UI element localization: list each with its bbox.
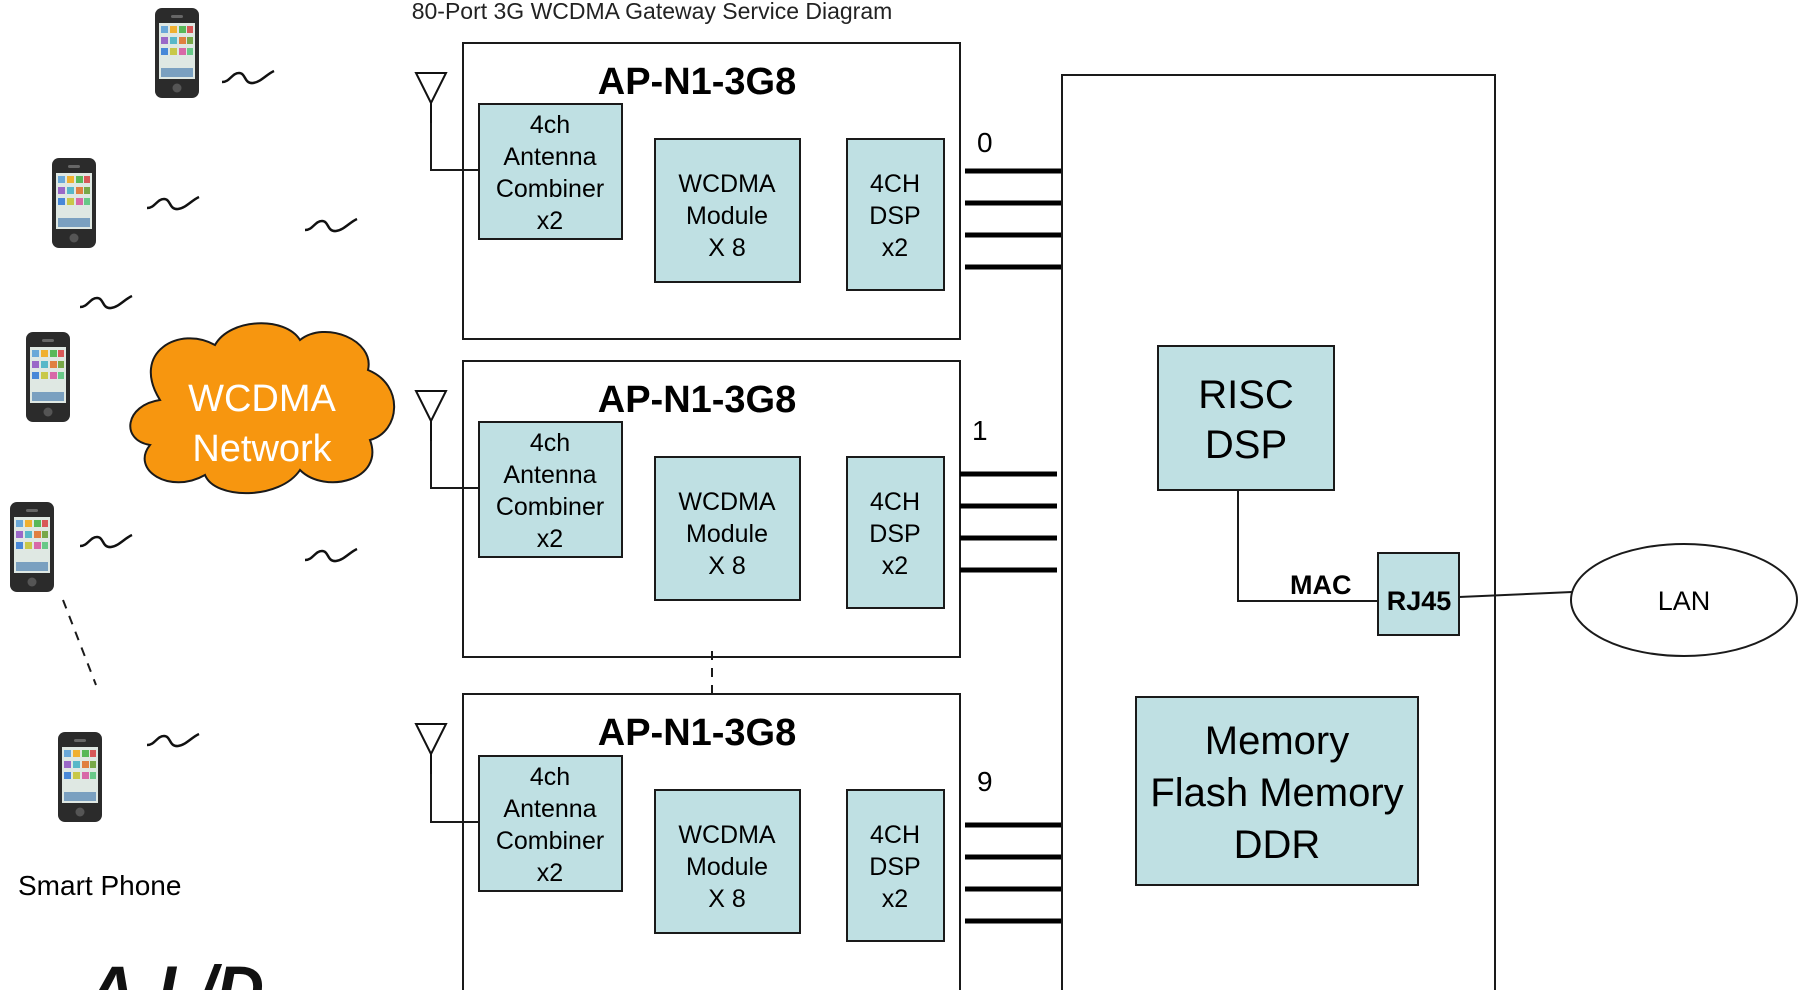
- lan-link: [1458, 591, 1573, 598]
- dsp-line: DSP: [869, 853, 920, 881]
- ap-board-9: AP-N1-3G8 4ch Antenna Combiner x2 WCDMA …: [415, 693, 961, 990]
- combiner-line: Combiner: [496, 175, 604, 203]
- cloud-icon: [129, 322, 396, 495]
- module-line: X 8: [708, 885, 746, 913]
- dsp-line: x2: [882, 234, 908, 262]
- rj45-label: RJ45: [1387, 586, 1452, 616]
- combiner-line: x2: [537, 859, 563, 887]
- smartphone-icon: [10, 502, 54, 592]
- dsp-line: 4CH: [870, 488, 920, 516]
- board-title: AP-N1-3G8: [598, 712, 797, 754]
- memory-line: Memory: [1205, 719, 1349, 763]
- combiner-line: Antenna: [503, 461, 596, 489]
- port-label-0: 0: [977, 127, 993, 158]
- dsp-line: x2: [882, 885, 908, 913]
- rj45-box: [1377, 552, 1460, 636]
- antenna-icon: [415, 72, 447, 124]
- combiner-line: Combiner: [496, 827, 604, 855]
- dsp-line: 4CH: [870, 170, 920, 198]
- signal-wave-icon: [78, 294, 134, 310]
- mac-label: MAC: [1290, 570, 1352, 600]
- memory-line: DDR: [1234, 823, 1321, 867]
- signal-wave-icon: [145, 732, 201, 748]
- dsp-line: 4CH: [870, 821, 920, 849]
- board-title: AP-N1-3G8: [598, 61, 797, 103]
- risc-dsp-box: [1157, 345, 1335, 491]
- risc-line: DSP: [1205, 423, 1287, 467]
- module-line: Module: [686, 202, 768, 230]
- smartphone-icon: [58, 732, 102, 822]
- phone-continuation-dashes: [62, 599, 97, 686]
- smartphone-icon: [52, 158, 96, 248]
- memory-box: [1135, 696, 1419, 886]
- lan-label: LAN: [1658, 586, 1711, 616]
- smartphone-icon: [155, 8, 199, 98]
- antenna-icon: [415, 723, 447, 775]
- combiner-line: Antenna: [503, 795, 596, 823]
- combiner-line: x2: [537, 525, 563, 553]
- lan-node: [1570, 543, 1798, 657]
- combiner-line: 4ch: [530, 429, 570, 457]
- module-line: X 8: [708, 234, 746, 262]
- memory-line: Flash Memory: [1150, 771, 1403, 815]
- module-line: X 8: [708, 552, 746, 580]
- phone-label: Smart Phone: [18, 870, 181, 901]
- signal-wave-icon: [220, 69, 276, 85]
- port-label-9: 9: [977, 766, 993, 797]
- signal-wave-icon: [78, 533, 134, 549]
- module-line: Module: [686, 520, 768, 548]
- dsp-line: DSP: [869, 202, 920, 230]
- board-title: AP-N1-3G8: [598, 379, 797, 421]
- ap-board-1: AP-N1-3G8 4ch Antenna Combiner x2 WCDMA …: [415, 360, 961, 658]
- combiner-line: 4ch: [530, 763, 570, 791]
- signal-wave-icon: [303, 547, 359, 563]
- antenna-icon: [415, 390, 447, 442]
- logo: A-L/D: [86, 952, 264, 990]
- module-line: WCDMA: [678, 488, 776, 516]
- mac-link: [1237, 490, 1378, 602]
- combiner-line: Antenna: [503, 143, 596, 171]
- ap-board-0: AP-N1-3G8 4ch Antenna Combiner x2 WCDMA …: [415, 42, 961, 340]
- risc-line: RISC: [1198, 373, 1294, 417]
- module-line: WCDMA: [678, 170, 776, 198]
- combiner-line: Combiner: [496, 493, 604, 521]
- signal-wave-icon: [303, 217, 359, 233]
- network-label-line2: Network: [192, 428, 332, 470]
- combiner-line: 4ch: [530, 111, 570, 139]
- dsp-line: x2: [882, 552, 908, 580]
- port-label-1: 1: [972, 415, 988, 446]
- smartphone-icon: [26, 332, 70, 422]
- module-line: WCDMA: [678, 821, 776, 849]
- dsp-line: DSP: [869, 520, 920, 548]
- diagram-title: 80-Port 3G WCDMA Gateway Service Diagram: [412, 0, 893, 24]
- combiner-line: x2: [537, 207, 563, 235]
- module-line: Module: [686, 853, 768, 881]
- signal-wave-icon: [145, 195, 201, 211]
- network-label-line1: WCDMA: [188, 378, 336, 420]
